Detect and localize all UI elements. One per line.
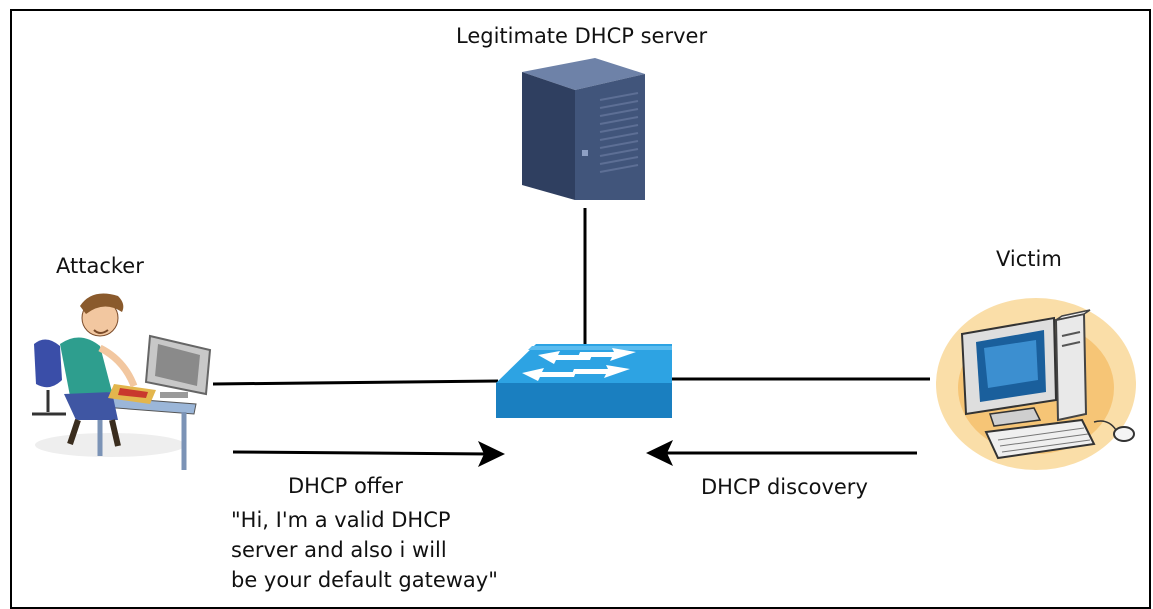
attacker-switch-link — [212, 379, 499, 386]
offer-quote-line: server and also i will — [231, 538, 447, 562]
server-label: Legitimate DHCP server — [456, 24, 708, 48]
server-icon — [522, 58, 645, 200]
offer-arrow — [232, 441, 505, 467]
offer-quote-line: be your default gateway" — [231, 568, 498, 592]
attacker-label: Attacker — [56, 254, 144, 278]
victim-icon — [936, 298, 1136, 470]
victim-label: Victim — [996, 247, 1062, 271]
attacker-icon — [32, 293, 212, 470]
dhcp-discovery-label: DHCP discovery — [701, 475, 868, 499]
network-diagram — [32, 58, 1136, 470]
offer-quote: "Hi, I'm a valid DHCP server and also i … — [231, 505, 498, 595]
discovery-arrow — [646, 440, 917, 466]
offer-quote-line: "Hi, I'm a valid DHCP — [231, 508, 451, 532]
dhcp-offer-label: DHCP offer — [288, 474, 403, 498]
switch-icon — [496, 344, 672, 418]
